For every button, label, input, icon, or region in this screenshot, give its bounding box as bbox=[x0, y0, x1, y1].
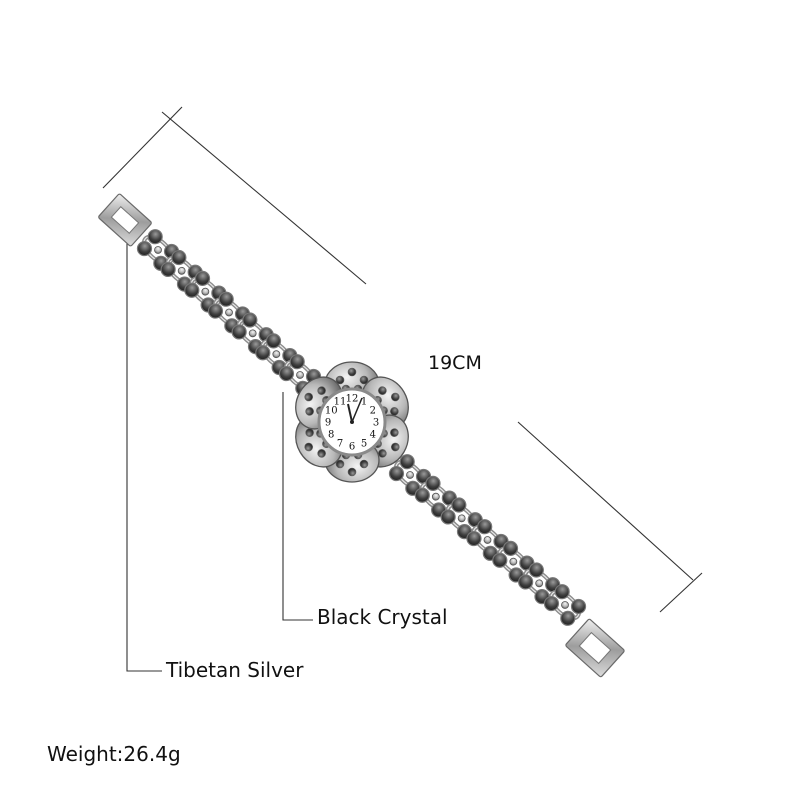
length-label: 19CM bbox=[428, 352, 482, 374]
clasp-bottom bbox=[565, 618, 625, 678]
dimension-line-upper bbox=[161, 111, 367, 285]
dial-numeral: 12 bbox=[346, 394, 359, 405]
dial-numeral: 2 bbox=[370, 406, 376, 417]
bracelet-link bbox=[160, 249, 203, 292]
dimension-lines bbox=[102, 106, 703, 613]
dial-numeral: 10 bbox=[325, 406, 338, 417]
dial-numeral: 4 bbox=[370, 430, 376, 441]
dial-numeral: 3 bbox=[373, 418, 379, 429]
dial-numeral: 9 bbox=[325, 418, 331, 429]
dial-numeral: 1 bbox=[361, 397, 367, 408]
bracelet-link bbox=[184, 270, 227, 313]
clasp-top bbox=[98, 193, 152, 247]
dial-numeral: 6 bbox=[349, 442, 355, 453]
hour-hand bbox=[347, 403, 353, 423]
tibetan-silver-label: Tibetan Silver bbox=[166, 658, 304, 682]
minute-hand bbox=[351, 397, 363, 423]
dimension-line-top bbox=[102, 106, 183, 189]
dial-numeral: 8 bbox=[328, 430, 334, 441]
callout-lines bbox=[126, 236, 313, 672]
callout-tibetan-silver bbox=[126, 236, 162, 672]
bracelet-links bbox=[136, 229, 587, 626]
dimension-line-lower bbox=[517, 421, 694, 581]
callout-black-crystal bbox=[282, 392, 313, 621]
dimension-line-end bbox=[659, 572, 703, 613]
black-crystal-label: Black Crystal bbox=[317, 605, 448, 629]
bracelet-link bbox=[543, 584, 587, 626]
weight-label: Weight:26.4g bbox=[47, 742, 181, 766]
dial-numeral: 11 bbox=[334, 397, 347, 408]
dial-numeral: 5 bbox=[361, 438, 367, 449]
dial-numeral: 7 bbox=[337, 438, 343, 449]
